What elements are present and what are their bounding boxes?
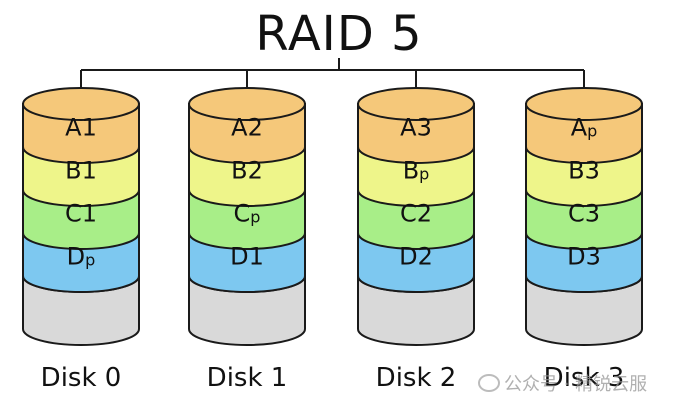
- wechat-icon: [478, 374, 500, 392]
- disk-2-label: Disk 2: [375, 363, 457, 393]
- disk-0-block-1-label: B1: [65, 157, 97, 185]
- disk-1-block-0-label: A2: [231, 114, 263, 142]
- diagram-title: RAID 5: [255, 6, 423, 62]
- disk-1-label: Disk 1: [206, 363, 288, 393]
- disk-0-block-3-label: Dp: [67, 243, 96, 271]
- disk-2-block-0-label: A3: [400, 114, 432, 142]
- disk-3-block-1-label: B3: [568, 157, 600, 185]
- watermark: 公众号 · 精锐云服: [478, 370, 647, 396]
- disk-0-block-0-label: A1: [65, 114, 97, 142]
- disk-3-top-cap: [525, 87, 643, 121]
- disk-3-block-3-label: D3: [567, 243, 601, 271]
- disk-1-block-3-label: D1: [230, 243, 264, 271]
- disk-0-top-cap: [22, 87, 140, 121]
- watermark-text: 公众号 · 精锐云服: [504, 374, 648, 395]
- disk-3-block-0-label: Ap: [571, 114, 598, 142]
- disk-0-block-2-label: C1: [65, 200, 97, 228]
- disk-1-top-cap: [188, 87, 306, 121]
- disk-1-block-1-label: B2: [231, 157, 263, 185]
- disk-1-block-2-label: Cp: [234, 200, 261, 228]
- disk-2-block-3-label: D2: [399, 243, 433, 271]
- disk-3-block-2-label: C3: [568, 200, 600, 228]
- disk-2-block-1-label: Bp: [403, 157, 430, 185]
- disk-3-label: Disk 3: [543, 363, 625, 393]
- disk-2-top-cap: [357, 87, 475, 121]
- disk-2-block-2-label: C2: [400, 200, 432, 228]
- disk-0-label: Disk 0: [40, 363, 122, 393]
